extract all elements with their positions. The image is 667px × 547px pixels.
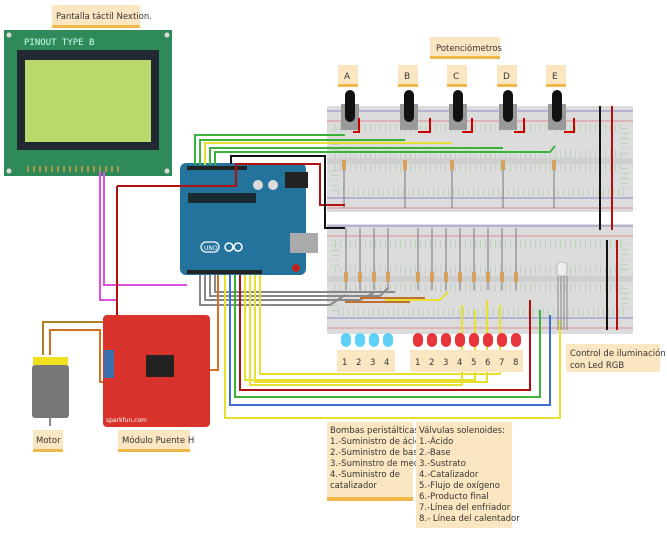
- resistors-bottom: [344, 228, 518, 290]
- potentiometer-e: [548, 90, 575, 133]
- svg-text:1.-Ácido: 1.-Ácido: [419, 435, 453, 447]
- svg-text:1: 1: [415, 358, 420, 368]
- svg-text:8.- Línea del calentador: 8.- Línea del calentador: [419, 514, 520, 524]
- rgb-led: [556, 261, 568, 330]
- pot-labels: A B C D E: [338, 65, 566, 87]
- svg-text:1: 1: [342, 358, 347, 368]
- svg-text:Potenciómetros: Potenciómetros: [436, 43, 503, 54]
- svg-text:1.-Suministro de ácido: 1.-Suministro de ácido: [330, 437, 426, 447]
- svg-text:8: 8: [513, 358, 518, 368]
- arduino-uno: UNO: [180, 163, 318, 275]
- svg-text:2.-Suministro de base: 2.-Suministro de base: [330, 448, 423, 458]
- display-label: Pantalla táctil Nextion.: [52, 5, 152, 28]
- svg-text:D: D: [503, 72, 510, 82]
- breadboard-top: [327, 106, 633, 212]
- svg-text:Motor: Motor: [36, 436, 61, 446]
- svg-text:7.-Línea del enfriador: 7.-Línea del enfriador: [419, 503, 511, 513]
- potentiometer-c: [449, 90, 473, 133]
- motor: [32, 357, 69, 426]
- svg-text:Pantalla táctil Nextion.: Pantalla táctil Nextion.: [56, 12, 152, 22]
- potentiometers-label: Potenciómetros: [430, 37, 503, 59]
- svg-text:B: B: [404, 72, 410, 82]
- svg-text:con Led RGB: con Led RGB: [570, 361, 624, 371]
- svg-text:sparkfun.com: sparkfun.com: [106, 417, 147, 424]
- svg-text:3.-Sustrato: 3.-Sustrato: [419, 459, 466, 469]
- pump-leds: [341, 333, 393, 347]
- svg-text:7: 7: [499, 358, 504, 368]
- rgb-control-label: Control de iluminación con Led RGB: [566, 344, 666, 372]
- potentiometer-b: [400, 90, 431, 133]
- svg-text:6.-Producto final: 6.-Producto final: [419, 492, 489, 502]
- h-bridge-label: Módulo Puente H: [118, 430, 194, 452]
- svg-text:2.-Base: 2.-Base: [419, 448, 451, 458]
- svg-text:Bombas peristálticas: Bombas peristálticas: [330, 426, 419, 436]
- svg-text:2: 2: [356, 358, 361, 368]
- svg-text:2: 2: [429, 358, 434, 368]
- svg-text:Módulo Puente H: Módulo Puente H: [122, 435, 194, 446]
- svg-text:PINOUT TYPE B: PINOUT TYPE B: [24, 38, 94, 48]
- svg-text:5: 5: [471, 358, 476, 368]
- svg-text:3: 3: [370, 358, 375, 368]
- svg-text:6: 6: [485, 358, 490, 368]
- svg-text:A: A: [344, 72, 351, 82]
- pump-numbers: 1 2 3 4: [337, 350, 395, 372]
- svg-text:4.-Catalizador: 4.-Catalizador: [419, 470, 479, 480]
- svg-text:5.-Flujo de oxígeno: 5.-Flujo de oxígeno: [419, 481, 500, 491]
- valves-note: Válvulas solenoides: 1.-Ácido 2.-Base 3.…: [416, 422, 520, 528]
- nextion-display: PINOUT TYPE B: [4, 30, 172, 176]
- svg-text:Válvulas solenoides:: Válvulas solenoides:: [419, 426, 505, 436]
- svg-text:C: C: [453, 72, 459, 82]
- valve-numbers: 1 2 3 4 5 6 7 8: [410, 350, 523, 372]
- potentiometers: [341, 90, 575, 133]
- svg-text:4: 4: [457, 358, 462, 368]
- svg-text:3: 3: [443, 358, 448, 368]
- svg-text:Control de iluminación: Control de iluminación: [570, 348, 666, 359]
- potentiometer-d: [499, 90, 525, 133]
- svg-text:4.-Suministro de: 4.-Suministro de: [330, 470, 400, 480]
- valve-leds: [413, 333, 521, 347]
- svg-text:4: 4: [384, 358, 389, 368]
- svg-text:3.-Suminstro de medio: 3.-Suminstro de medio: [330, 459, 427, 469]
- svg-text:E: E: [552, 72, 558, 82]
- h-bridge-shield: sparkfun.com: [103, 315, 210, 427]
- pumps-note: Bombas peristálticas 1.-Suministro de ác…: [327, 422, 427, 501]
- motor-label: Motor: [33, 430, 63, 452]
- svg-text:UNO: UNO: [204, 245, 218, 252]
- resistors-top: [342, 160, 556, 208]
- svg-text:catalizador: catalizador: [330, 481, 377, 491]
- potentiometer-a: [341, 90, 360, 133]
